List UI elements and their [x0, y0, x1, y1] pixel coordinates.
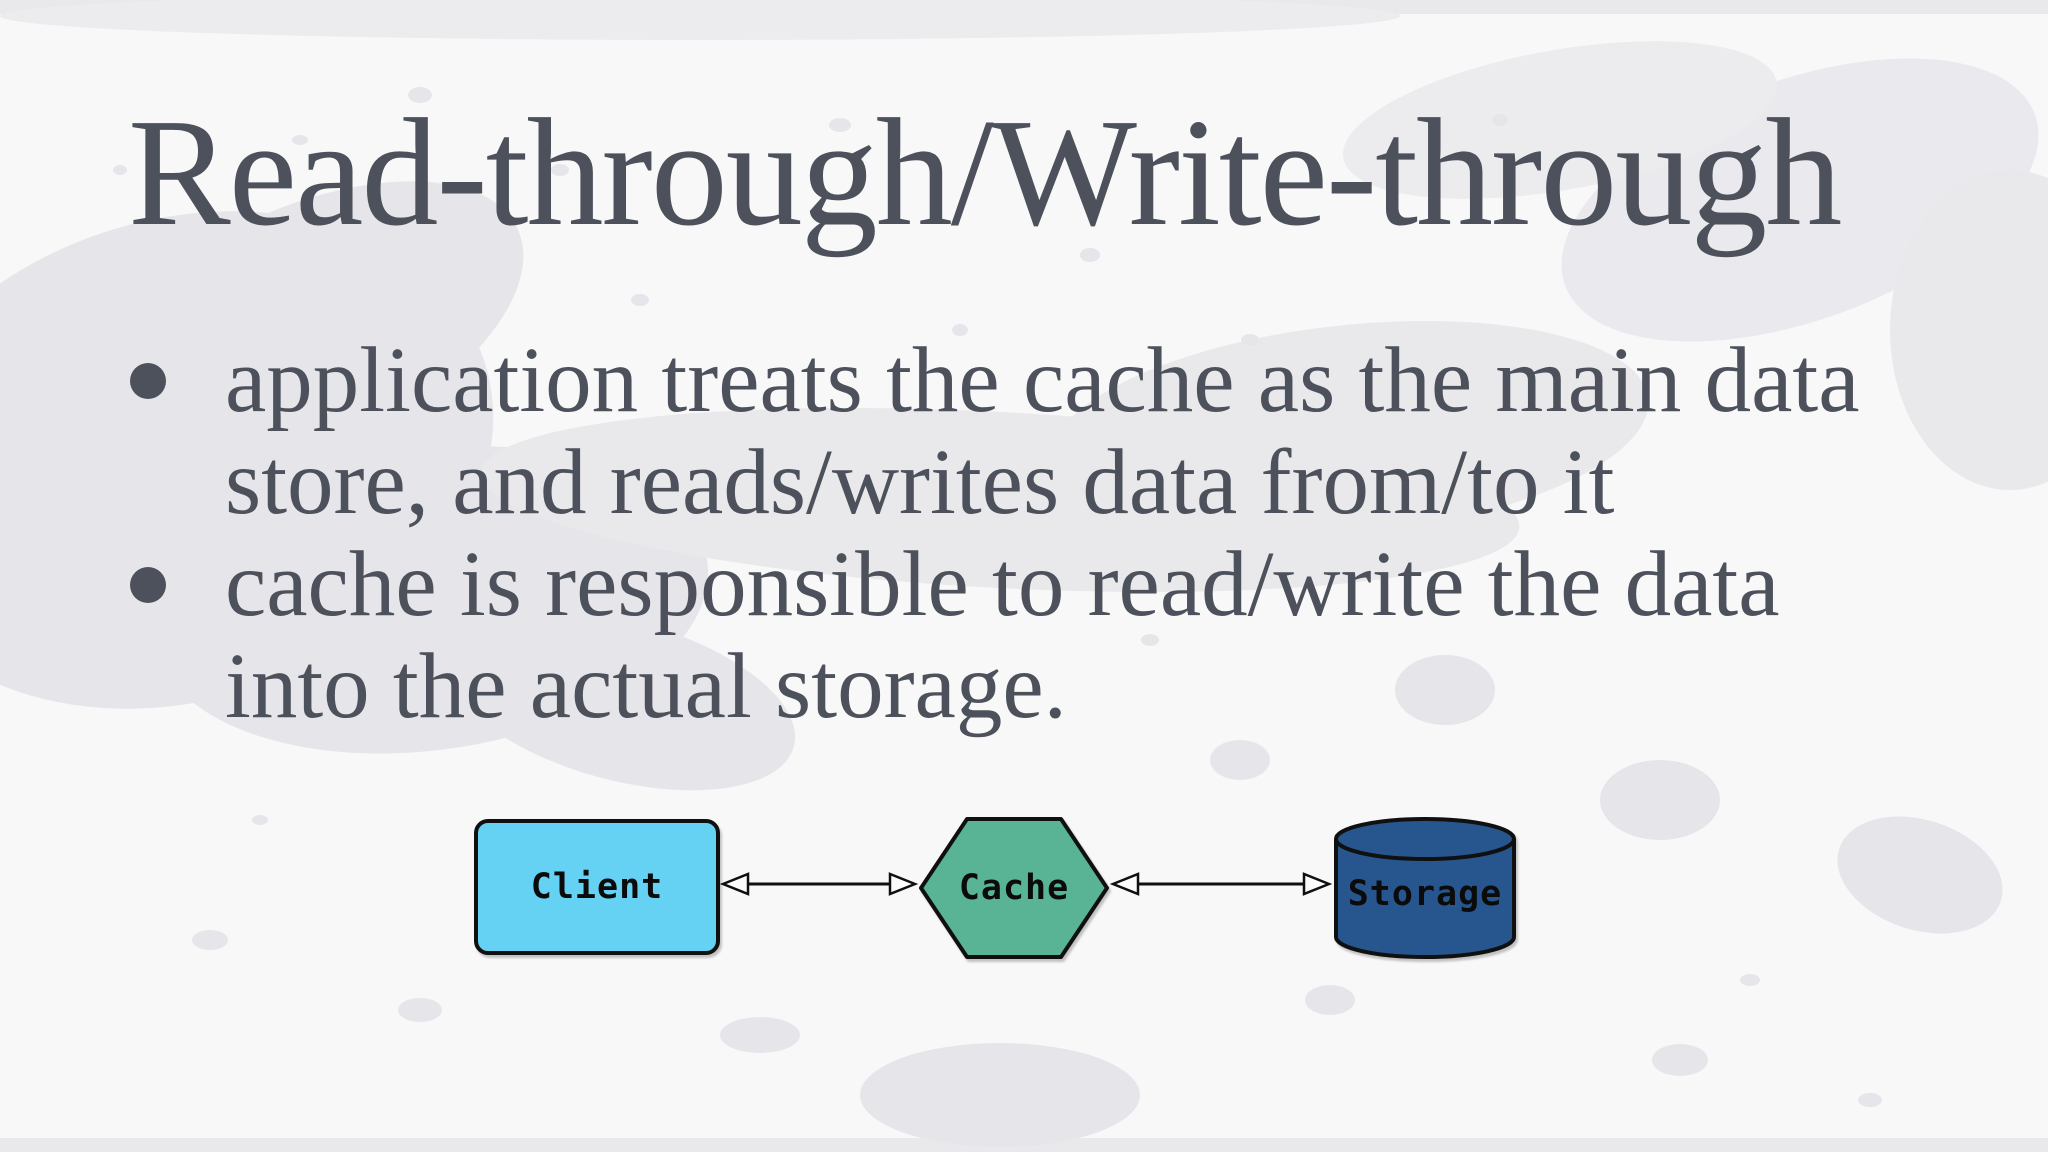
- diagram-node-cache: [919, 817, 1109, 959]
- bullet-marker-icon: [130, 567, 166, 603]
- slide-title: Read-through/Write-through: [128, 88, 1842, 258]
- client-label: Client: [530, 867, 664, 907]
- bullet-item: application treats the cache as the main…: [128, 330, 1878, 534]
- diagram-node-client: Client: [474, 819, 720, 955]
- bullet-text: application treats the cache as the main…: [225, 329, 1860, 534]
- bullet-marker-icon: [130, 363, 166, 399]
- bullet-list: application treats the cache as the main…: [128, 330, 1878, 738]
- storage-label-wrap: Storage: [1332, 839, 1518, 949]
- cache-label: Cache: [958, 868, 1070, 908]
- bullet-item: cache is responsible to read/write the d…: [128, 534, 1878, 738]
- bullet-text: cache is responsible to read/write the d…: [225, 533, 1780, 738]
- storage-label: Storage: [1347, 874, 1503, 914]
- double-arrow-cache-storage: [1110, 872, 1332, 896]
- diagram-node-storage: [1334, 817, 1516, 959]
- double-arrow-client-cache: [720, 872, 918, 896]
- cache-label-wrap: Cache: [918, 815, 1110, 961]
- cache-architecture-diagram: Client Cache Storage: [474, 815, 1524, 961]
